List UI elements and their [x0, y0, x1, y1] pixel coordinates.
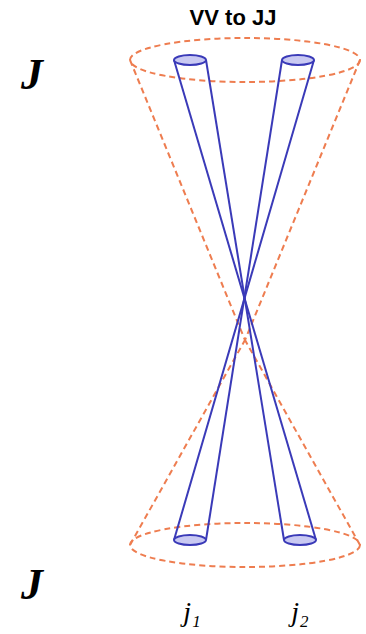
subjet-label: j₁: [183, 596, 201, 628]
fat-jet-cones: [130, 38, 360, 567]
fat-jet-label: J: [21, 49, 43, 100]
subjets: [174, 55, 316, 545]
subjet-cap: [174, 55, 206, 65]
subjet-cap: [282, 55, 314, 65]
subjet-label: j₂: [291, 596, 309, 628]
diagram-title: VV to JJ: [190, 5, 277, 31]
subjet-edge: [174, 60, 316, 540]
fat-jet-ellipse: [130, 523, 360, 567]
subjet-cap: [174, 535, 206, 545]
cone-edge: [130, 340, 245, 545]
fat-jet-label: J: [21, 559, 43, 610]
fat-jet-ellipse: [130, 38, 360, 82]
subjet-edge: [174, 60, 314, 540]
subjet-cap: [284, 535, 316, 545]
cone-edge: [245, 340, 360, 545]
